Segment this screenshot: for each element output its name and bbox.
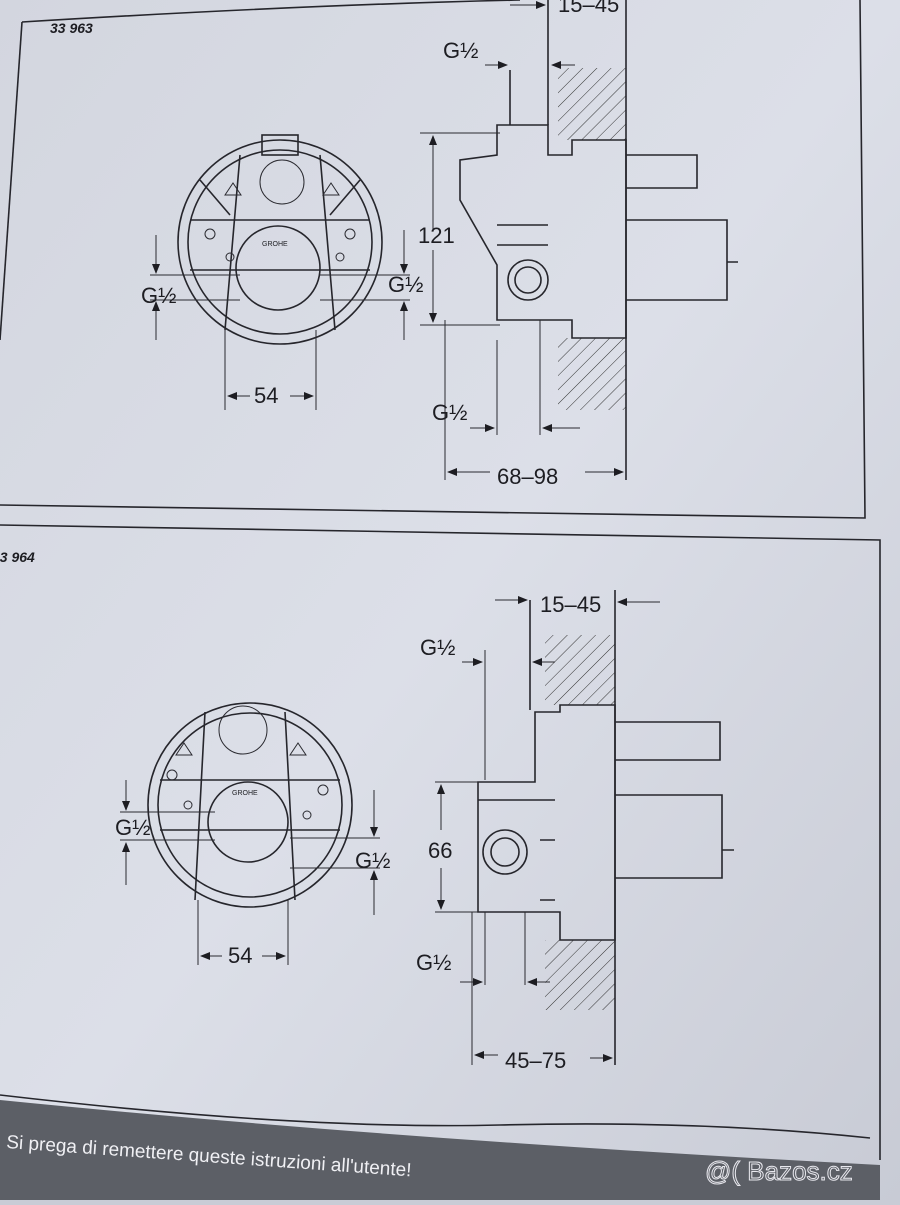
footer-band (0, 1100, 880, 1200)
arrow-up-icon (175, 742, 307, 756)
depth-dimension: 68–98 (497, 464, 558, 489)
bottom-port-label: G½ (416, 950, 451, 975)
watermark: @( Bazos.cz (705, 1156, 853, 1186)
wall-hatch (558, 68, 626, 140)
front-view: GROHE G½ G½ 54 (115, 702, 390, 968)
top-port-label: G½ (420, 635, 455, 660)
port-label-left: G½ (115, 815, 150, 840)
arrow-up-icon (224, 182, 340, 196)
panel-border (0, 0, 866, 519)
height-dimension: 66 (428, 838, 452, 863)
panel-33964: 33 964 GROHE G½ G½ 54 (0, 524, 881, 1160)
bottom-port-label: G½ (432, 400, 467, 425)
front-view: GROHE G½ G½ 54 (141, 134, 423, 410)
side-view: 66 15–45 G½ G½ 45–75 (416, 590, 734, 1073)
wall-depth-dimension: 15–45 (558, 0, 619, 17)
port-label-right: G½ (355, 848, 390, 873)
grohe-logo: GROHE (232, 790, 258, 797)
model-code: 33 964 (0, 549, 35, 565)
outlet-circle (259, 159, 305, 205)
outlet-circle (218, 705, 268, 755)
panel-33963: 33 963 GROHE G½ G½ 54 (0, 0, 866, 519)
grohe-logo: GROHE (262, 241, 288, 248)
model-code: 33 963 (50, 20, 93, 36)
wall-depth-dimension: 15–45 (540, 592, 601, 617)
panel-border (0, 524, 881, 1160)
top-port-label: G½ (443, 38, 478, 63)
port-label-right: G½ (388, 272, 423, 297)
port-label-left: G½ (141, 283, 176, 308)
side-view: 121 15–45 G½ G½ 68–98 (418, 0, 738, 489)
width-dimension: 54 (228, 943, 252, 968)
wall-hatch (545, 635, 615, 705)
width-dimension: 54 (254, 383, 278, 408)
height-dimension: 121 (418, 223, 455, 248)
depth-dimension: 45–75 (505, 1048, 566, 1073)
